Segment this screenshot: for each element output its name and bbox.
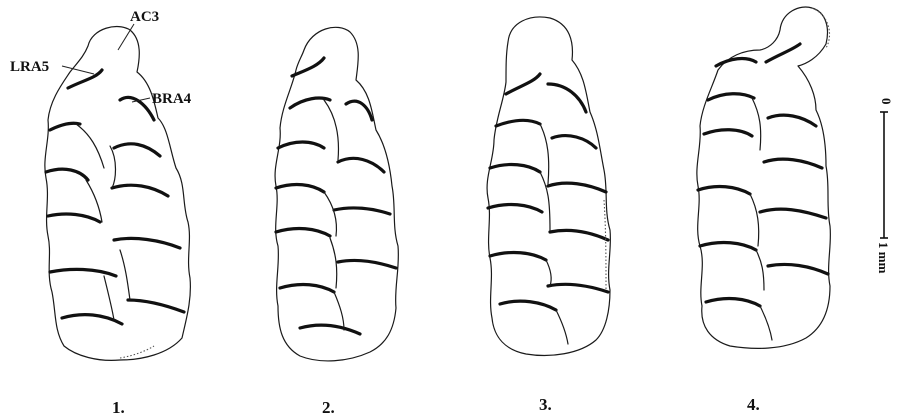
figure-numbers: 1. 2. 3. 4. (112, 395, 760, 417)
specimen-1-outline (44, 25, 191, 361)
annotations: AC3 LRA5 BRA4 (10, 9, 192, 107)
scale-bar-bottom-label: 1 mm (876, 242, 891, 274)
scale-bar-top-label: 0 (879, 98, 894, 105)
specimen-4 (696, 6, 832, 349)
specimen-1 (44, 25, 191, 361)
leader-bra4 (131, 97, 151, 103)
leader-ac3 (117, 23, 135, 51)
leader-lra5 (61, 65, 95, 75)
specimen-3 (486, 16, 612, 357)
figure-number-4: 4. (747, 395, 760, 414)
annotation-lra5: LRA5 (10, 59, 49, 75)
specimen-2-outline (274, 26, 400, 362)
annotation-ac3: AC3 (130, 9, 159, 25)
scale-bar: 0 1 mm (876, 98, 894, 274)
figure-number-2: 2. (322, 398, 335, 417)
figure-number-1: 1. (112, 398, 125, 417)
figure-number-3: 3. (539, 395, 552, 414)
specimen-4-outline (696, 6, 832, 349)
specimen-2 (274, 26, 400, 362)
specimen-3-outline (486, 16, 612, 357)
annotation-bra4: BRA4 (152, 91, 192, 107)
